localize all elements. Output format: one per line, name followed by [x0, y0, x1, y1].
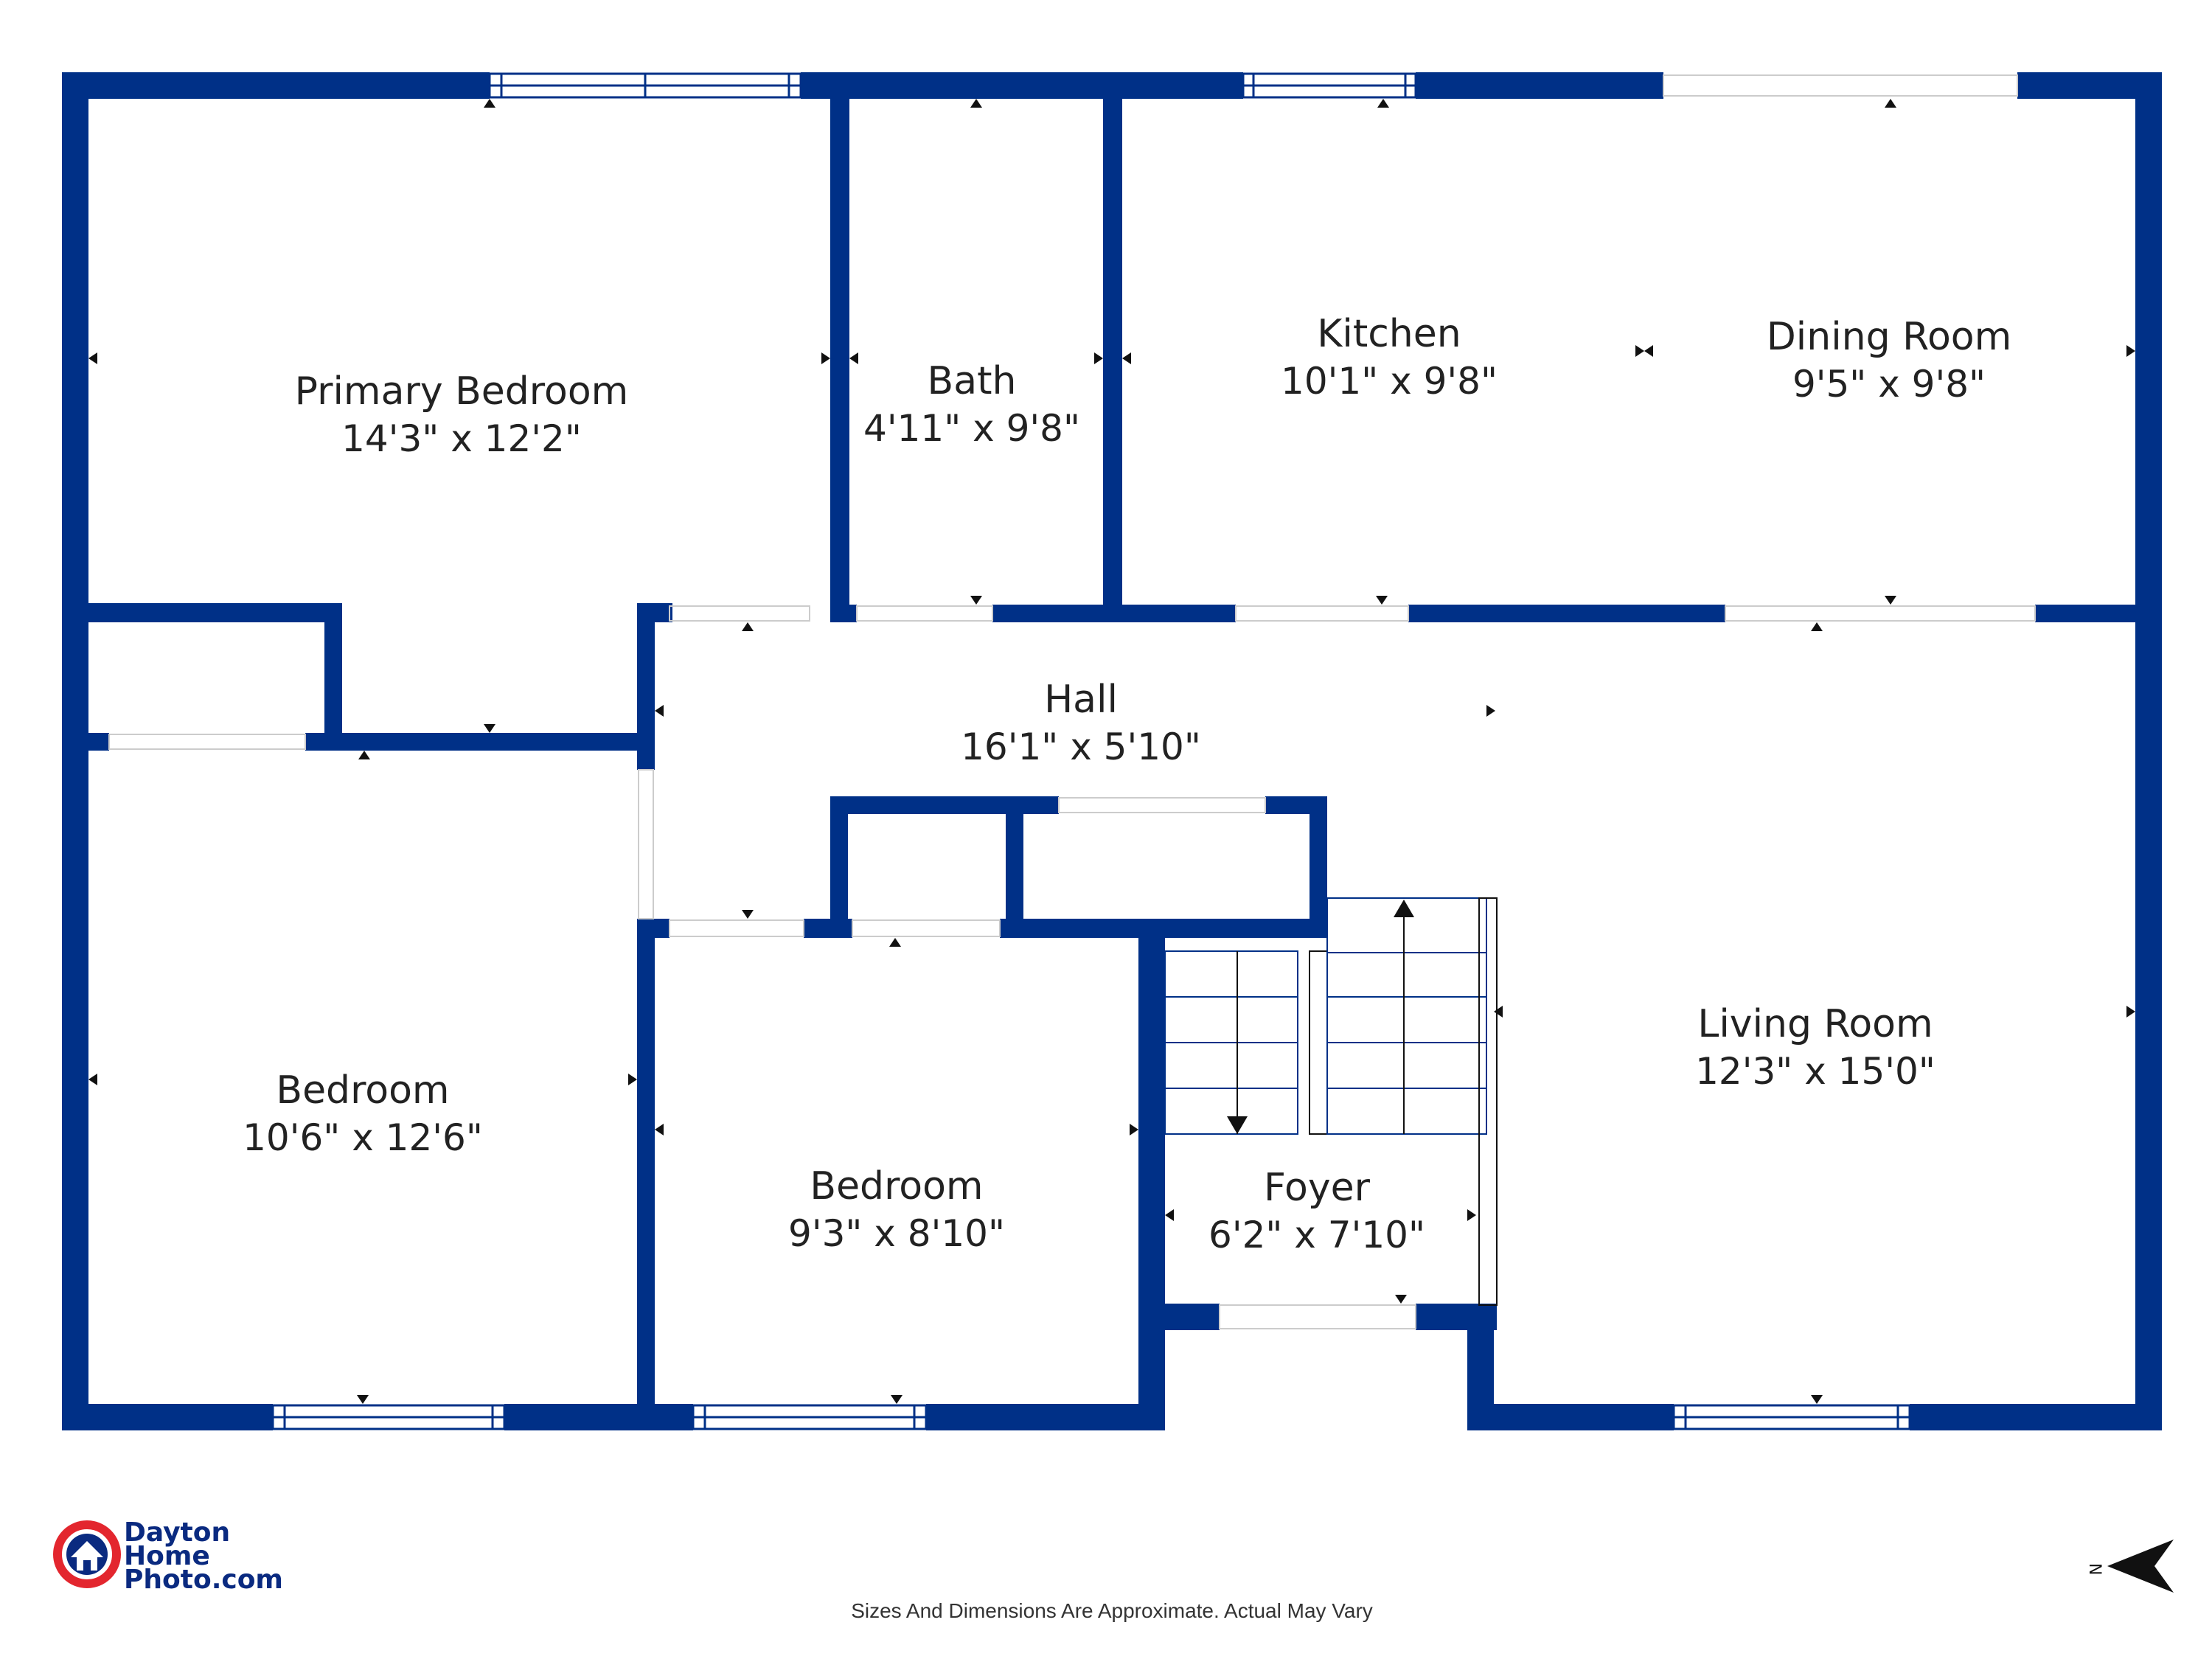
room-dimensions: 10'1" x 9'8": [1281, 360, 1498, 403]
staircase: [1164, 897, 1498, 1306]
room-name: Bath: [928, 359, 1017, 403]
room-name: Primary Bedroom: [295, 369, 629, 414]
room-name: Kitchen: [1317, 312, 1461, 356]
stair-arrows: [1227, 900, 1414, 1134]
dimension-markers: [88, 99, 2135, 1404]
room-name: Bedroom: [276, 1068, 449, 1113]
room-foyer: Foyer 6'2" x 7'10": [1208, 1166, 1425, 1256]
logo-line-1: Dayton: [124, 1517, 230, 1548]
room-living-room: Living Room 12'3" x 15'0": [1695, 1002, 1935, 1093]
room-bedroom-left: Bedroom 10'6" x 12'6": [243, 1068, 483, 1159]
room-dimensions: 6'2" x 7'10": [1208, 1214, 1425, 1256]
compass: N: [2085, 1540, 2174, 1593]
room-name: Bedroom: [810, 1164, 983, 1208]
room-primary-bedroom: Primary Bedroom 14'3" x 12'2": [295, 369, 629, 460]
north-letter: N: [2085, 1563, 2104, 1575]
house-in-circle-icon: [53, 1520, 121, 1588]
logo-line-3: Photo.com: [124, 1565, 283, 1595]
openings: [108, 74, 2036, 1329]
logo-line-2: Home: [124, 1541, 210, 1571]
room-name: Living Room: [1697, 1002, 1933, 1046]
room-bath: Bath 4'11" x 9'8": [863, 359, 1080, 450]
room-dimensions: 16'1" x 5'10": [961, 726, 1201, 768]
disclaimer-text: Sizes And Dimensions Are Approximate. Ac…: [851, 1599, 1373, 1622]
room-dining-room: Dining Room 9'5" x 9'8": [1767, 315, 2011, 406]
windows: [271, 72, 1911, 1430]
room-dimensions: 9'3" x 8'10": [788, 1212, 1005, 1255]
room-kitchen: Kitchen 10'1" x 9'8": [1281, 312, 1498, 403]
room-dimensions: 4'11" x 9'8": [863, 407, 1080, 450]
room-name: Foyer: [1264, 1166, 1371, 1210]
room-name: Hall: [1044, 678, 1118, 722]
walls: [62, 72, 2162, 1430]
north-arrow-icon: [2107, 1540, 2174, 1593]
room-dimensions: 12'3" x 15'0": [1695, 1050, 1935, 1093]
room-bedroom-middle: Bedroom 9'3" x 8'10": [788, 1164, 1005, 1255]
room-hall: Hall 16'1" x 5'10": [961, 678, 1201, 768]
room-dimensions: 10'6" x 12'6": [243, 1116, 483, 1159]
room-dimensions: 14'3" x 12'2": [341, 417, 582, 460]
room-name: Dining Room: [1767, 315, 2011, 359]
logo: Dayton Home Photo.com: [53, 1517, 283, 1595]
room-dimensions: 9'5" x 9'8": [1792, 363, 1986, 406]
